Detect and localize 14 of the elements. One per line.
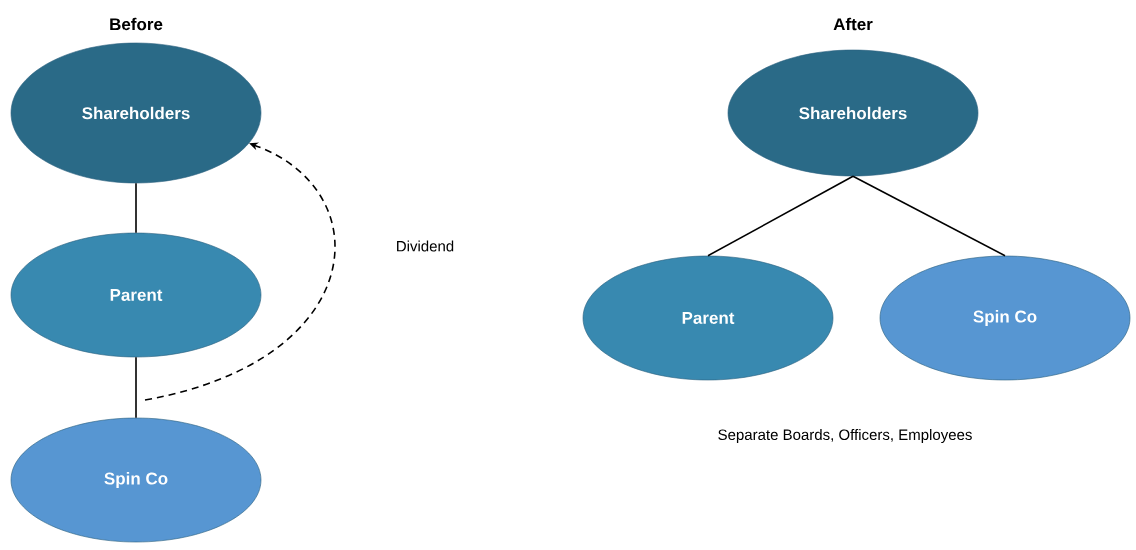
ellipse-node: Spin Co (879, 255, 1131, 381)
section-heading: After (833, 17, 873, 31)
connector-line (135, 182, 137, 234)
connector-line (707, 175, 854, 257)
ellipse-node: Shareholders (727, 49, 979, 177)
note-text: Separate Boards, Officers, Employees (718, 429, 972, 443)
edge-label: Dividend (394, 239, 456, 253)
connector-line (135, 356, 137, 419)
ellipse-node: Parent (10, 232, 262, 358)
ellipse-node: Parent (582, 255, 834, 381)
connector-line (852, 175, 1006, 257)
ellipse-node: Spin Co (10, 417, 262, 543)
dashed-arrow (144, 142, 336, 401)
ellipse-node: Shareholders (10, 42, 262, 184)
